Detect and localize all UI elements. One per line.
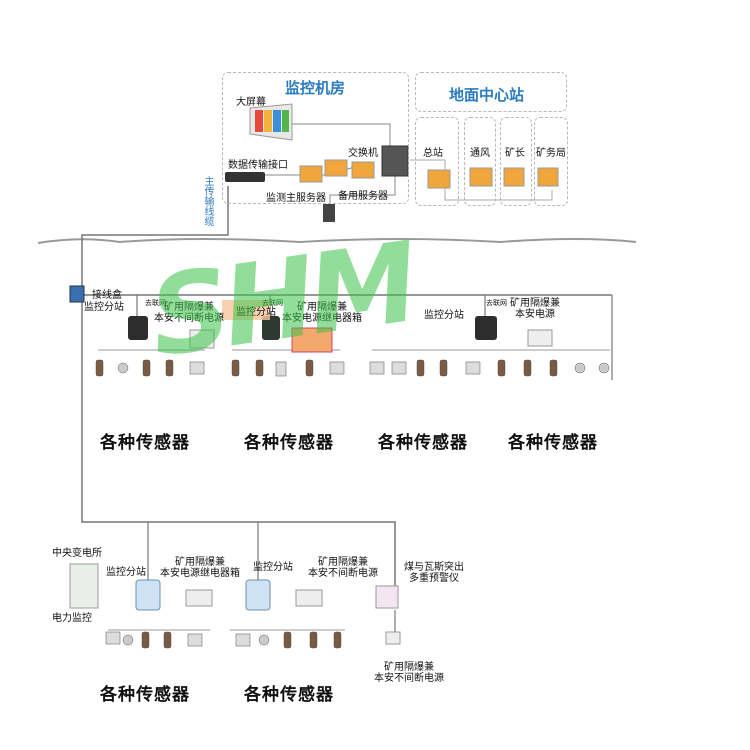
sensors-label-3: 各种传感器	[378, 433, 468, 453]
lower-power-label-1: 矿用隔爆兼 本安电源继电器箱	[160, 557, 240, 579]
junction-substation-label: 监控分站	[84, 302, 124, 313]
junction-box-label: 接线盒	[92, 290, 122, 301]
lower-power-label-2: 矿用隔爆兼 本安不间断电源	[308, 557, 378, 579]
upper-power-label-2: 矿用隔爆兼 本安电源继电器箱	[282, 302, 362, 324]
terminal-box-3	[500, 117, 532, 206]
terminal-label-mining-bureau: 矿务局	[536, 148, 566, 159]
upper-substation-label-2: 监控分站	[236, 307, 276, 318]
backup-server-label: 备用服务器	[338, 191, 388, 202]
central-substation-label: 中央变电所	[52, 548, 102, 559]
control-room-title: 监控机房	[285, 79, 346, 97]
sensors-label-4: 各种传感器	[508, 433, 598, 453]
sensors-label-5: 各种传感器	[100, 685, 190, 705]
warning-device-label: 煤与瓦斯突出 多重预警仪	[404, 562, 464, 584]
upper-power-label-1: 矿用隔爆兼 本安不间断电源	[154, 302, 224, 324]
ups-label: 矿用隔爆兼 本安不间断电源	[374, 662, 444, 684]
control-room-box	[222, 72, 409, 204]
main-cable-label: 主传输线缆	[202, 176, 213, 226]
sensors-label-6: 各种传感器	[244, 685, 334, 705]
upper-small-label-2: 去联网	[262, 299, 283, 307]
main-server-label: 监测主服务器	[266, 193, 326, 204]
data-interface-label: 数据传输接口	[228, 160, 288, 171]
lower-substation-label-2: 监控分站	[253, 562, 293, 573]
terminal-box-1	[415, 117, 459, 206]
terminal-label-ventilation: 通风	[470, 148, 490, 159]
sensors-label-1: 各种传感器	[100, 433, 190, 453]
terminal-box-4	[534, 117, 568, 206]
surface-center-title-box	[415, 72, 567, 112]
power-monitor-label: 电力监控	[52, 613, 92, 624]
big-screen-label: 大屏幕	[236, 97, 266, 108]
terminal-label-mine-manager: 矿长	[505, 148, 525, 159]
upper-small-label-1: 去联网	[145, 299, 166, 307]
upper-substation-label-3: 监控分站	[424, 310, 464, 321]
sensors-label-2: 各种传感器	[244, 433, 334, 453]
upper-power-label-3: 矿用隔爆兼 本安电源	[510, 298, 560, 320]
upper-small-label-3: 去联网	[486, 299, 507, 307]
surface-center-title: 地面中心站	[449, 86, 525, 104]
switch-label: 交换机	[348, 148, 378, 159]
terminal-label-headquarters: 总站	[423, 148, 443, 159]
lower-substation-label-1: 监控分站	[106, 567, 146, 578]
terminal-box-2	[464, 117, 496, 206]
